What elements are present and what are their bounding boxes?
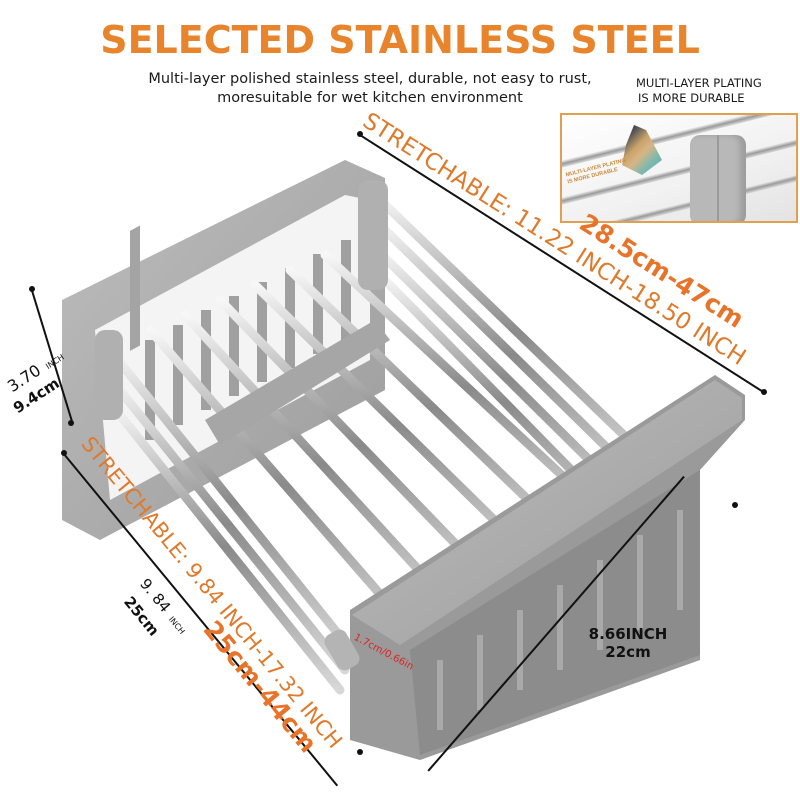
subtitle-line-2: moresuitable for wet kitchen environment: [217, 90, 523, 106]
depth-inch-label: 8.66INCH: [588, 625, 668, 643]
plating-layers-illustration: [622, 125, 662, 175]
dimension-endpoint: [61, 450, 67, 456]
depth-dimension-line: [427, 475, 685, 772]
plating-detail-inset: MULTI-LAYER PLATING IS MORE DURABLE: [560, 113, 798, 223]
depth-cm-label: 22cm: [605, 643, 651, 661]
width-stretch-label: STRETCHABLE: 9.84 INCH-17.32 INCH: [76, 432, 347, 753]
dimension-endpoint: [29, 286, 35, 292]
dimension-endpoint: [357, 131, 363, 137]
height-inch-unit: INCH: [44, 352, 66, 371]
subtitle: Multi-layer polished stainless steel, du…: [120, 70, 620, 108]
dimension-endpoint: [68, 420, 74, 426]
plating-callout: MULTI-LAYER PLATING IS MORE DURABLE: [636, 76, 800, 106]
dimension-endpoint: [732, 502, 738, 508]
inset-rod: [562, 115, 796, 170]
dimension-endpoint: [761, 389, 767, 395]
rod-gap-label: 1.7cm/0.66in: [351, 632, 416, 673]
plating-callout-line-2: IS MORE DURABLE: [638, 91, 745, 105]
width-base-inch-unit: INCH: [166, 614, 187, 637]
plating-callout-line-1: MULTI-LAYER PLATING: [636, 76, 762, 90]
subtitle-line-1: Multi-layer polished stainless steel, du…: [148, 71, 592, 87]
dimension-endpoint: [357, 749, 363, 755]
headline: SELECTED STAINLESS STEEL: [100, 18, 700, 62]
rod-clip-illustration: [690, 135, 746, 221]
